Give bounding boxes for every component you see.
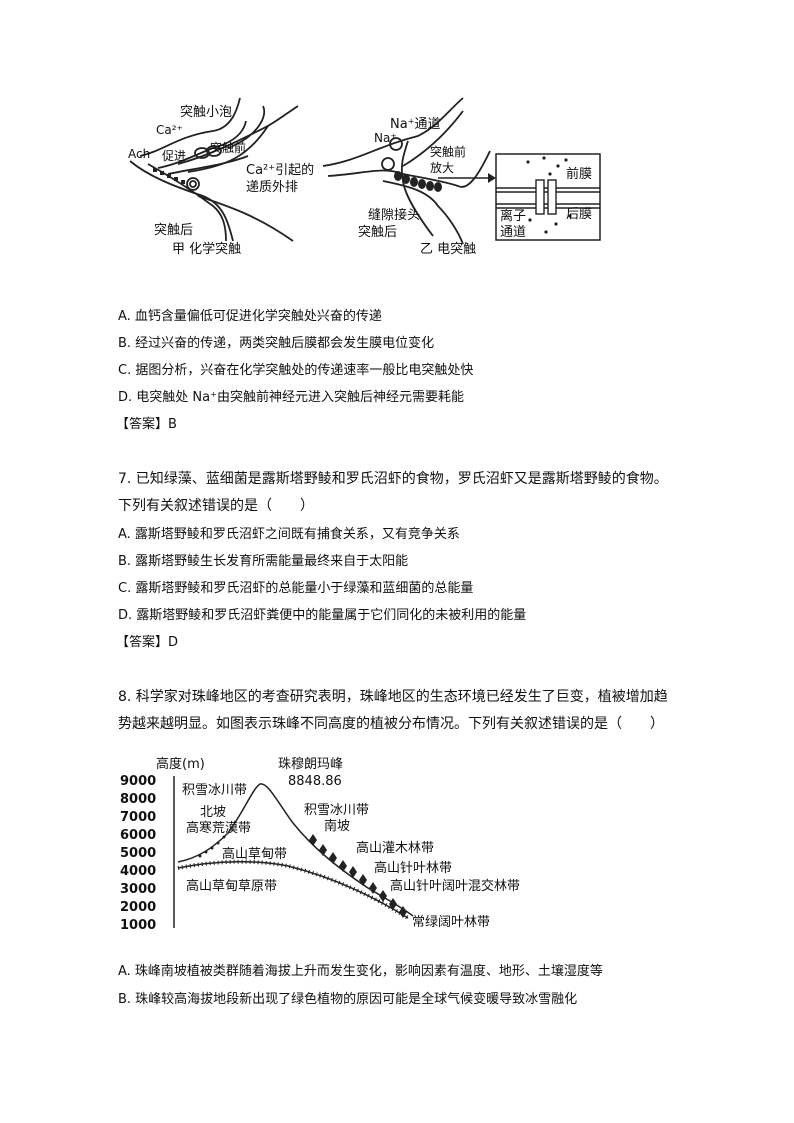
q7-option-a: A. 露斯塔野鲮和罗氏沼虾之间既有捕食关系，又有竞争关系 <box>118 527 460 542</box>
zone-evergreen: 常绿阔叶林带 <box>412 915 490 930</box>
label-presyn-a: 突触前 <box>210 140 246 155</box>
zone-alpine-conifer: 高山针叶林带 <box>374 860 452 876</box>
zone-alpine-meadow: 高山草甸带 <box>222 846 287 862</box>
q6-answer: 【答案】B <box>116 417 177 432</box>
label-gap-junction: 缝隙接头 <box>368 207 420 223</box>
svg-text:9000: 9000 <box>120 774 156 789</box>
everest-figure: 高度(m) 9000 8000 7000 6000 5000 4000 3000… <box>120 756 520 933</box>
zone-alpine-desert: 高寒荒漠带 <box>186 820 251 836</box>
label-na-channel: Na⁺通道 <box>390 117 441 132</box>
label-promote: 促进 <box>162 149 186 163</box>
q7-option-d: D. 露斯塔野鲮和罗氏沼虾粪便中的能量属于它们同化的未被利用的能量 <box>118 608 527 623</box>
caption-b: 乙 电突触 <box>420 241 476 257</box>
label-postsyn-a: 突触后 <box>154 222 193 238</box>
svg-text:1000: 1000 <box>120 918 156 933</box>
label-pre-membrane: 前膜 <box>566 166 592 182</box>
label-postsyn-b: 突触后 <box>358 224 397 240</box>
svg-text:2000: 2000 <box>120 900 156 915</box>
label-channel: 通道 <box>500 225 526 240</box>
zone-south-slope: 南坡 <box>324 818 350 834</box>
membrane-drawing <box>496 179 600 215</box>
label-ca-release-2: 递质外排 <box>246 180 298 195</box>
q7-option-b: B. 露斯塔野鲮生长发育所需能量最终来自于太阳能 <box>118 554 409 569</box>
synapse-figure: 突触小泡 Ca²⁺ Ach 促进 突触前 Ca²⁺引起的 递质外排 突触后 甲 … <box>128 97 601 257</box>
q8-option-a: A. 珠峰南坡植被类群随着海拔上升而发生变化，影响因素有温度、地形、土壤湿度等 <box>118 964 603 979</box>
q7-option-c: C. 露斯塔野鲮和罗氏沼虾的总能量小于绿藻和蓝细菌的总能量 <box>118 581 474 596</box>
label-post-membrane: 后膜 <box>566 207 592 222</box>
q8-stem-2: 势越来越明显。如图表示珠峰不同高度的植被分布情况。下列有关叙述错误的是（ ） <box>118 716 664 732</box>
zone-mixed-forest: 高山针叶阔叶混交林带 <box>390 878 520 894</box>
q7-answer: 【答案】D <box>116 635 179 650</box>
svg-text:5000: 5000 <box>120 846 156 861</box>
q6-option-a: A. 血钙含量偏低可促进化学突触处兴奋的传递 <box>118 309 382 324</box>
receptor-marks <box>153 168 185 184</box>
zone-snow-north: 积雪冰川带 <box>182 783 247 798</box>
q8-option-b: B. 珠峰较高海拔地段新出现了绿色植物的原因可能是全球气候变暖导致冰雪融化 <box>118 992 578 1007</box>
svg-text:3000: 3000 <box>120 882 156 897</box>
arrow-head <box>488 173 496 183</box>
q7-stem-1: 7. 已知绿藻、蓝细菌是露斯塔野鲮和罗氏沼虾的食物，罗氏沼虾又是露斯塔野鲮的食物… <box>118 471 668 487</box>
svg-text:8000: 8000 <box>120 792 156 807</box>
q6-option-d: D. 电突触处 Na⁺由突触前神经元进入突触后神经元需要耗能 <box>118 390 464 405</box>
peak-name: 珠穆朗玛峰 <box>278 757 343 772</box>
y-ticks: 9000 8000 7000 6000 5000 4000 3000 2000 … <box>120 774 156 933</box>
label-presyn-b: 突触前 <box>430 144 466 159</box>
peak-height: 8848.86 <box>288 774 342 789</box>
zone-alpine-shrub: 高山灌木林带 <box>356 840 434 856</box>
label-ion: 离子 <box>500 208 526 224</box>
label-na: Na⁺ <box>374 131 397 145</box>
label-vesicle: 突触小泡 <box>180 104 232 120</box>
forest-marks <box>198 834 407 918</box>
q7-stem-2: 下列有关叙述错误的是（ ） <box>118 498 314 514</box>
mountain-outline <box>177 783 414 919</box>
svg-text:4000: 4000 <box>120 864 156 879</box>
gap-junction-marks <box>394 171 442 192</box>
q8-stem-1: 8. 科学家对珠峰地区的考查研究表明，珠峰地区的生态环境已经发生了巨变，植被增加… <box>118 689 668 705</box>
y-axis-label: 高度(m) <box>156 756 205 772</box>
q6-option-b: B. 经过兴奋的传递，两类突触后膜都会发生膜电位变化 <box>118 336 435 351</box>
q6-option-c: C. 据图分析，兴奋在化学突触处的传递速率一般比电突触处快 <box>118 363 474 378</box>
zone-snow-south: 积雪冰川带 <box>304 803 369 818</box>
label-amplify: 放大 <box>430 160 454 175</box>
zone-meadow-steppe: 高山草甸草原带 <box>186 878 277 894</box>
zone-north-slope: 北坡 <box>200 805 226 820</box>
label-ca: Ca²⁺ <box>156 123 183 137</box>
caption-a: 甲 化学突触 <box>172 241 241 257</box>
ion-dots <box>526 156 572 234</box>
label-ca-release-1: Ca²⁺引起的 <box>246 162 314 178</box>
svg-text:6000: 6000 <box>120 828 156 843</box>
svg-text:7000: 7000 <box>120 810 156 825</box>
label-ach: Ach <box>128 147 150 161</box>
